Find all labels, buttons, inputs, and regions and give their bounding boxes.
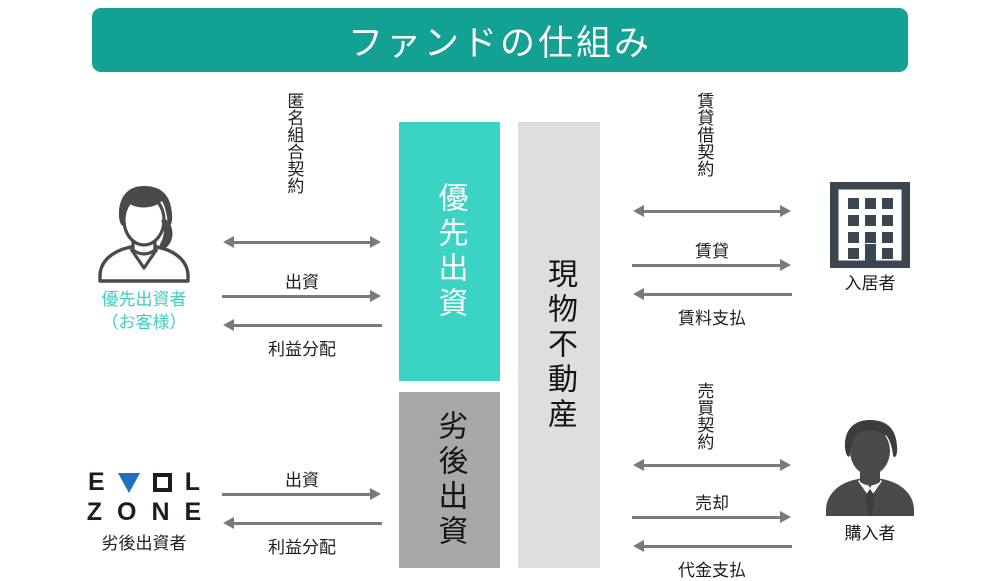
flow-left-top-outbound-label: 出資 bbox=[285, 273, 319, 292]
actor-subordinate-investor-label: 劣後出資者 bbox=[101, 534, 187, 553]
logo-triangle-v-icon bbox=[117, 472, 140, 493]
actor-senior-investor-label: 優先出資者 （お客様） bbox=[102, 289, 187, 335]
woman-avatar-icon bbox=[92, 184, 196, 289]
actor-tenant: 入居者 bbox=[800, 180, 940, 296]
actor-buyer: 購入者 bbox=[795, 418, 945, 546]
box-real-property: 現物不動産 bbox=[518, 122, 600, 568]
flow-group-left-top: 匿名組合契約 出資 利益分配 bbox=[222, 92, 382, 377]
flow-group-right-top: 賃貸借契約 賃貸 賃料支払 bbox=[632, 92, 792, 332]
flow-left-bottom-outbound-label: 出資 bbox=[285, 471, 319, 490]
page-title: ファンドの仕組み bbox=[347, 23, 652, 63]
flow-right-bottom-outbound-label: 売却 bbox=[695, 494, 729, 513]
box-senior-investment-label: 優先出資 bbox=[433, 181, 467, 322]
logo-square-o-icon bbox=[152, 473, 172, 492]
flow-left-bottom-inbound-label: 利益分配 bbox=[268, 538, 336, 557]
box-senior-investment: 優先出資 bbox=[399, 122, 500, 381]
flow-group-left-bottom: 出資 利益分配 bbox=[222, 466, 382, 566]
flow-right-top-inbound-label: 賃料支払 bbox=[678, 309, 746, 328]
flow-right-top-outbound-label: 賃貸 bbox=[695, 242, 729, 261]
businessman-icon bbox=[818, 418, 922, 523]
actor-subordinate-investor: E L Z O N E 劣後出資者 bbox=[56, 470, 232, 556]
flow-right-top-contract-label: 賃貸借契約 bbox=[694, 92, 714, 177]
flow-right-bottom-contract-label: 売買契約 bbox=[694, 382, 714, 450]
flow-right-bottom-inbound-label: 代金支払 bbox=[678, 561, 746, 580]
flow-left-top-inbound-label: 利益分配 bbox=[268, 340, 336, 359]
logo-letter-n: N bbox=[151, 498, 170, 526]
logo-letter-e1: E bbox=[88, 468, 105, 496]
evolzone-logo: E L Z O N E bbox=[87, 470, 201, 525]
logo-letter-o2: O bbox=[117, 498, 137, 526]
actor-tenant-label: 入居者 bbox=[844, 274, 896, 293]
actor-senior-investor-label-line1: 優先出資者 bbox=[101, 290, 187, 309]
flow-group-right-bottom: 売買契約 売却 代金支払 bbox=[632, 382, 792, 580]
actor-senior-investor-label-line2: （お客様） bbox=[101, 312, 187, 332]
logo-letter-l: L bbox=[184, 468, 200, 496]
box-real-property-label: 現物不動産 bbox=[543, 257, 576, 433]
flow-left-top-contract-label: 匿名組合契約 bbox=[284, 92, 304, 194]
logo-letter-e2: E bbox=[184, 498, 202, 526]
box-subordinate-investment: 劣後出資 bbox=[399, 392, 500, 568]
logo-letter-z: Z bbox=[86, 498, 103, 526]
box-subordinate-investment-label: 劣後出資 bbox=[433, 410, 467, 550]
actor-buyer-label: 購入者 bbox=[844, 524, 896, 543]
building-icon bbox=[829, 180, 911, 273]
actor-senior-investor: 優先出資者 （お客様） bbox=[60, 184, 228, 335]
title-banner: ファンドの仕組み bbox=[92, 8, 908, 72]
